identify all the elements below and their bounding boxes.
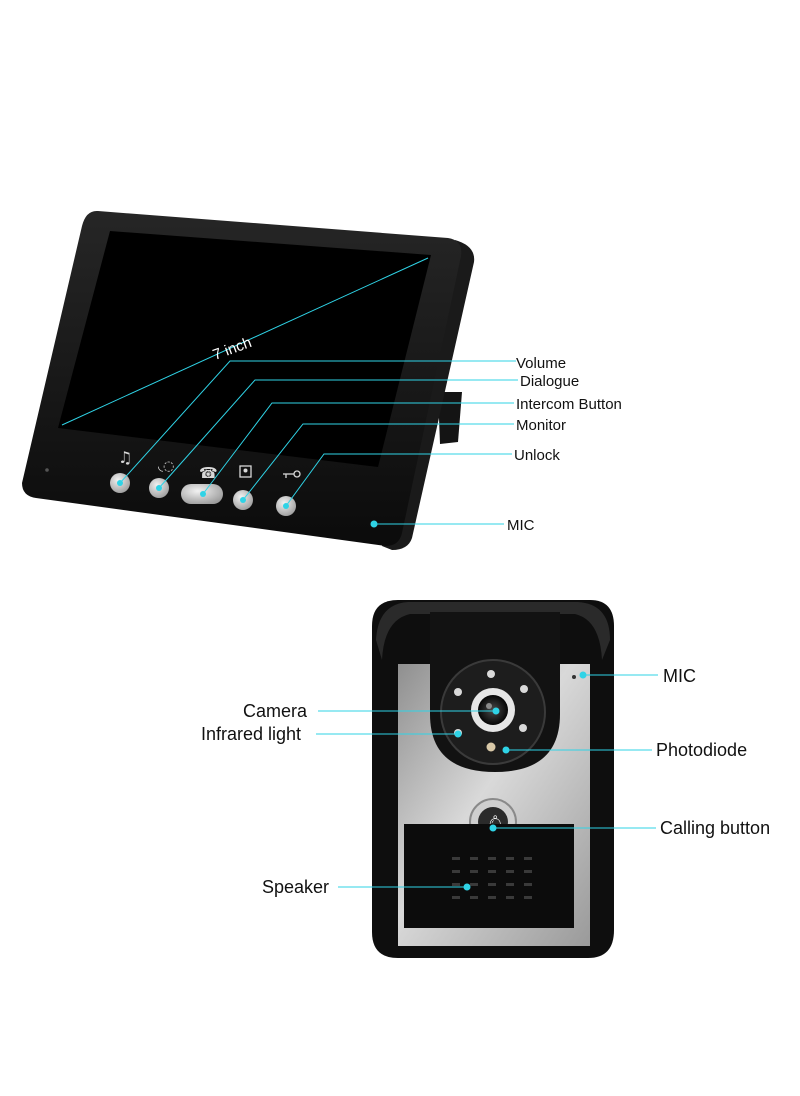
monitor-label: Monitor — [516, 417, 566, 434]
volume-label: Volume — [516, 355, 566, 372]
lens-glint — [486, 703, 492, 709]
dialogue-marker — [156, 485, 162, 491]
outdoor-doorbell-unit: 🔔︎ MIC Camera Infrared light Photodiode … — [201, 600, 770, 958]
speaker-marker — [463, 883, 471, 891]
ir-led-top-left — [454, 688, 462, 696]
monitor-mic-label: MIC — [507, 517, 535, 534]
monitor-icon — [239, 465, 252, 478]
monitor-marker — [240, 497, 246, 503]
ir-led-top — [487, 670, 495, 678]
dialogue-label: Dialogue — [520, 373, 579, 390]
handset-icon: ☎ — [199, 464, 218, 482]
doorbell-mic-label: MIC — [663, 666, 696, 686]
volume-marker — [117, 480, 123, 486]
intercom-label: Intercom Button — [516, 396, 622, 413]
doorbell-mic-marker — [579, 671, 587, 679]
intercom-leader — [202, 402, 514, 495]
monitor-leader — [242, 423, 514, 501]
speech-icon: ◟◌ — [158, 459, 174, 474]
monitor-icon-head — [243, 468, 248, 473]
speaker-grille — [452, 857, 532, 899]
calling-label: Calling button — [660, 818, 770, 838]
monitor-left-pinhole — [45, 468, 49, 472]
camera-marker — [492, 707, 500, 715]
key-icon — [283, 470, 301, 478]
unlock-marker — [283, 503, 289, 509]
infrared-marker — [454, 730, 462, 738]
intercom-marker — [200, 491, 206, 497]
photodiode-marker — [502, 746, 510, 754]
speaker-panel — [404, 824, 574, 928]
camera-label: Camera — [243, 701, 308, 721]
volume-leader — [119, 360, 516, 484]
infrared-label: Infrared light — [201, 724, 301, 744]
ir-led-bottom-right — [519, 724, 527, 732]
unlock-label: Unlock — [514, 447, 560, 464]
screen-diagonal-line — [61, 257, 429, 426]
speaker-label: Speaker — [262, 877, 329, 897]
calling-marker — [489, 824, 497, 832]
monitor-mic-marker — [370, 520, 378, 528]
monitor-stand — [438, 392, 462, 444]
monitor-screen — [58, 231, 431, 467]
dialogue-leader — [158, 379, 518, 489]
photodiode-sensor — [486, 742, 496, 752]
music-note-icon: ♫ — [118, 448, 132, 467]
unlock-leader — [285, 453, 512, 507]
doorbell-mic-pinhole — [572, 675, 576, 679]
photodiode-label: Photodiode — [656, 740, 747, 760]
ir-led-top-right — [520, 685, 528, 693]
indoor-monitor: 7 inch ♫ ◟◌ ☎ Volume — [22, 210, 622, 550]
